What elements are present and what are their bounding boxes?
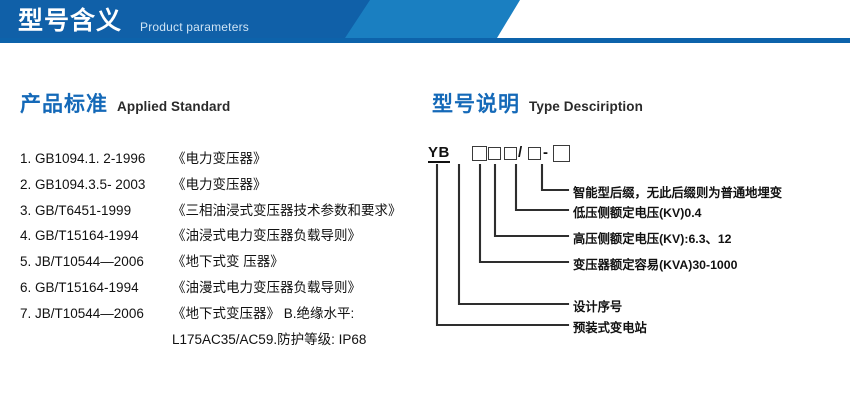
type-code-dash: - [543, 144, 548, 161]
type-code-box-3 [504, 147, 517, 160]
standard-item: 1. GB1094.1. 2-1996 《电力变压器》 [20, 146, 430, 172]
type-code-box-1 [472, 146, 487, 161]
type-code-diagram: YB / - 智能型后缀，无此后缀则为普通地埋变 低压侧额定电压(KV)0.4 … [425, 142, 850, 342]
standard-name: 《油浸式电力变压器负载导则》 [172, 228, 361, 244]
standard-continuation: L175AC35/AC59.防护等级: IP68 [172, 331, 367, 347]
type-code-box-2 [488, 147, 501, 160]
standard-name: 《地下式变压器》 B.绝缘水平: [172, 305, 355, 321]
standard-code: 4. GB/T15164-1994 [20, 228, 139, 244]
callout-hv-voltage: 高压侧额定电压(KV):6.3、12 [573, 232, 732, 246]
callout-smart-suffix: 智能型后缀，无此后缀则为普通地埋变 [573, 186, 783, 200]
banner-shape [0, 0, 850, 43]
callout-design-serial: 设计序号 [573, 300, 623, 314]
standard-item: 7. JB/T10544—2006 《地下式变压器》 B.绝缘水平: [20, 301, 430, 327]
standard-name: 《三相油浸式变压器技术参数和要求》 [172, 202, 402, 218]
standard-code: 3. GB/T6451-1999 [20, 202, 132, 218]
type-code-prefix: YB [428, 144, 450, 163]
standard-code: 2. GB1094.3.5- 2003 [20, 176, 146, 192]
section-heading-cn: 产品标准 [20, 93, 108, 116]
section-heading-en: Applied Standard [117, 99, 231, 114]
standard-name: 《油漫式电力变压器负载导则》 [172, 279, 361, 295]
callout-lv-voltage: 低压侧额定电压(KV)0.4 [573, 206, 702, 220]
standard-code: 1. GB1094.1. 2-1996 [20, 151, 146, 166]
standard-item: 6. GB/T15164-1994 《油漫式电力变压器负载导则》 [20, 275, 430, 301]
banner-title: 型号含义 [18, 7, 123, 35]
type-code-box-4 [528, 147, 541, 160]
standard-code: 7. JB/T10544—2006 [20, 305, 144, 321]
callout-capacity: 变压器额定容易(KVA)30-1000 [573, 258, 738, 272]
standard-name: 《电力变压器》 [172, 151, 267, 166]
standard-code: 5. JB/T10544—2006 [20, 254, 144, 270]
leader-lines [435, 163, 570, 327]
standard-name: 《地下式变 压器》 [172, 254, 284, 270]
standard-item: 4. GB/T15164-1994 《油浸式电力变压器负载导则》 [20, 223, 430, 249]
section-heading-cn: 型号说明 [432, 93, 520, 116]
standard-item: 3. GB/T6451-1999 《三相油浸式变压器技术参数和要求》 [20, 198, 430, 224]
standard-name: 《电力变压器》 [172, 176, 267, 192]
page-banner: 型号含义 Product parameters [0, 0, 850, 50]
type-code-slash: / [518, 144, 523, 161]
standard-code: 6. GB/T15164-1994 [20, 279, 139, 295]
standard-item: 2. GB1094.3.5- 2003 《电力变压器》 [20, 172, 430, 198]
standard-item: 5. JB/T10544—2006 《地下式变 压器》 [20, 249, 430, 275]
section-heading-en: Type Desciription [529, 99, 643, 114]
type-code-box-5 [553, 145, 570, 162]
section-heading-type-description: 型号说明 Type Desciription [432, 88, 643, 118]
banner-subtitle: Product parameters [140, 20, 249, 34]
standards-list: 1. GB1094.1. 2-1996 《电力变压器》 2. GB1094.3.… [20, 146, 430, 352]
section-heading-applied-standard: 产品标准 Applied Standard [20, 88, 230, 118]
callout-substation: 预装式变电站 [573, 321, 647, 335]
